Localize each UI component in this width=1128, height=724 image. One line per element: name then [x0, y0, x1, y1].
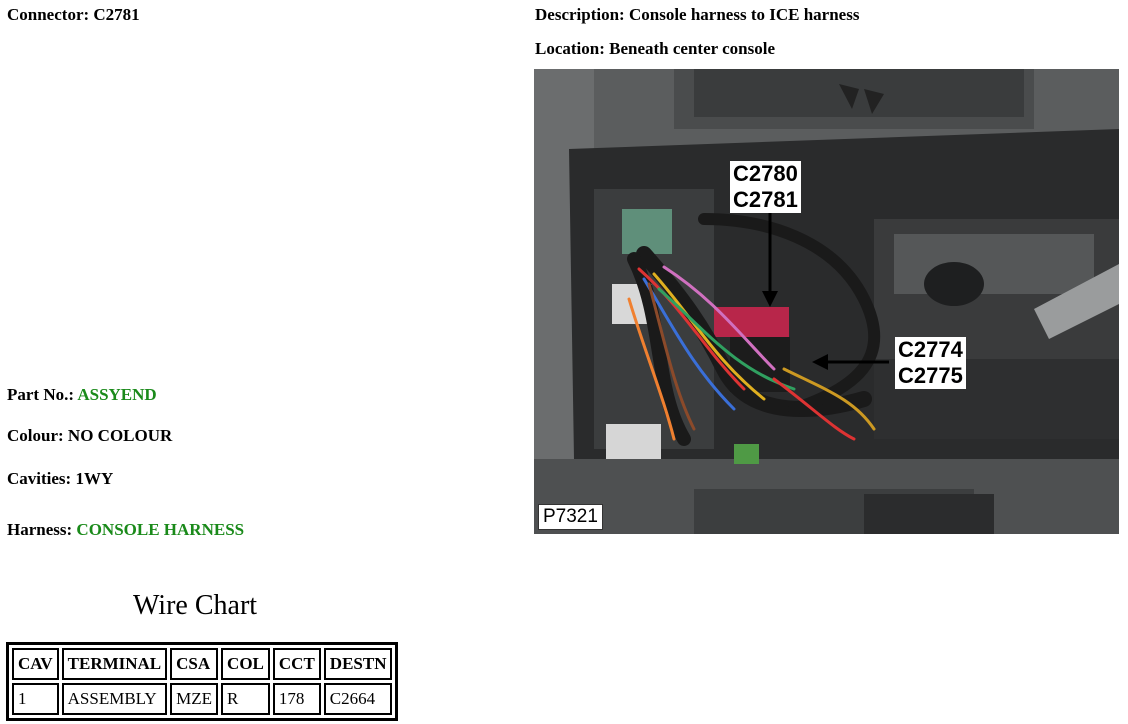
part-no-link[interactable]: ASSYEND: [77, 385, 157, 404]
connector-field: Connector: C2781: [7, 5, 140, 25]
harness-field: Harness: CONSOLE HARNESS: [7, 520, 244, 540]
location-value: Beneath center console: [609, 39, 776, 58]
cell-csa: MZE: [170, 683, 219, 715]
callout-c2780-c2781: C2780 C2781: [730, 161, 801, 213]
connector-label: Connector:: [7, 5, 90, 24]
description-label: Description:: [535, 5, 625, 24]
wire-chart-title: Wire Chart: [133, 590, 258, 621]
location-label: Location:: [535, 39, 605, 58]
cell-col: R: [221, 683, 270, 715]
photo-id-label: P7321: [538, 504, 603, 530]
cavities-field: Cavities: 1WY: [7, 469, 113, 489]
col-header-destn: DESTN: [323, 648, 393, 680]
connector-value: C2781: [93, 5, 140, 24]
callout-label: C2780: [733, 161, 798, 186]
colour-label: Colour:: [7, 426, 64, 445]
col-header-col: COL: [221, 648, 270, 680]
description-value: Console harness to ICE harness: [628, 5, 860, 24]
callout-c2774-c2775: C2774 C2775: [895, 337, 966, 389]
cell-cav: 1: [12, 683, 59, 715]
col-header-csa: CSA: [170, 648, 219, 680]
col-header-cav: CAV: [12, 648, 59, 680]
cell-destn: C2664: [323, 683, 393, 715]
cell-terminal: ASSEMBLY: [61, 683, 168, 715]
colour-value: NO COLOUR: [67, 426, 173, 445]
photo-illustration: [534, 69, 1119, 534]
table-row: 1 ASSEMBLY MZE R 178 C2664: [12, 683, 393, 715]
cavities-label: Cavities:: [7, 469, 72, 488]
part-no-label: Part No.:: [7, 385, 75, 404]
callout-label: C2774: [898, 337, 963, 362]
col-header-cct: CCT: [272, 648, 321, 680]
col-header-terminal: TERMINAL: [61, 648, 168, 680]
callout-label: C2775: [898, 363, 963, 388]
harness-label: Harness:: [7, 520, 73, 539]
cavities-value: 1WY: [75, 469, 114, 488]
connector-location-photo: C2780 C2781 C2774 C2775 P7321: [534, 69, 1119, 534]
cell-cct: 178: [272, 683, 321, 715]
harness-link[interactable]: CONSOLE HARNESS: [76, 520, 245, 539]
callout-label: C2781: [733, 187, 798, 212]
wire-chart-header-row: CAV TERMINAL CSA COL CCT DESTN: [12, 648, 393, 680]
location-field: Location: Beneath center console: [535, 39, 775, 59]
description-field: Description: Console harness to ICE harn…: [535, 5, 859, 25]
part-no-field: Part No.: ASSYEND: [7, 385, 157, 405]
colour-field: Colour: NO COLOUR: [7, 426, 172, 446]
wire-chart-table: CAV TERMINAL CSA COL CCT DESTN 1 ASSEMBL…: [6, 642, 399, 721]
